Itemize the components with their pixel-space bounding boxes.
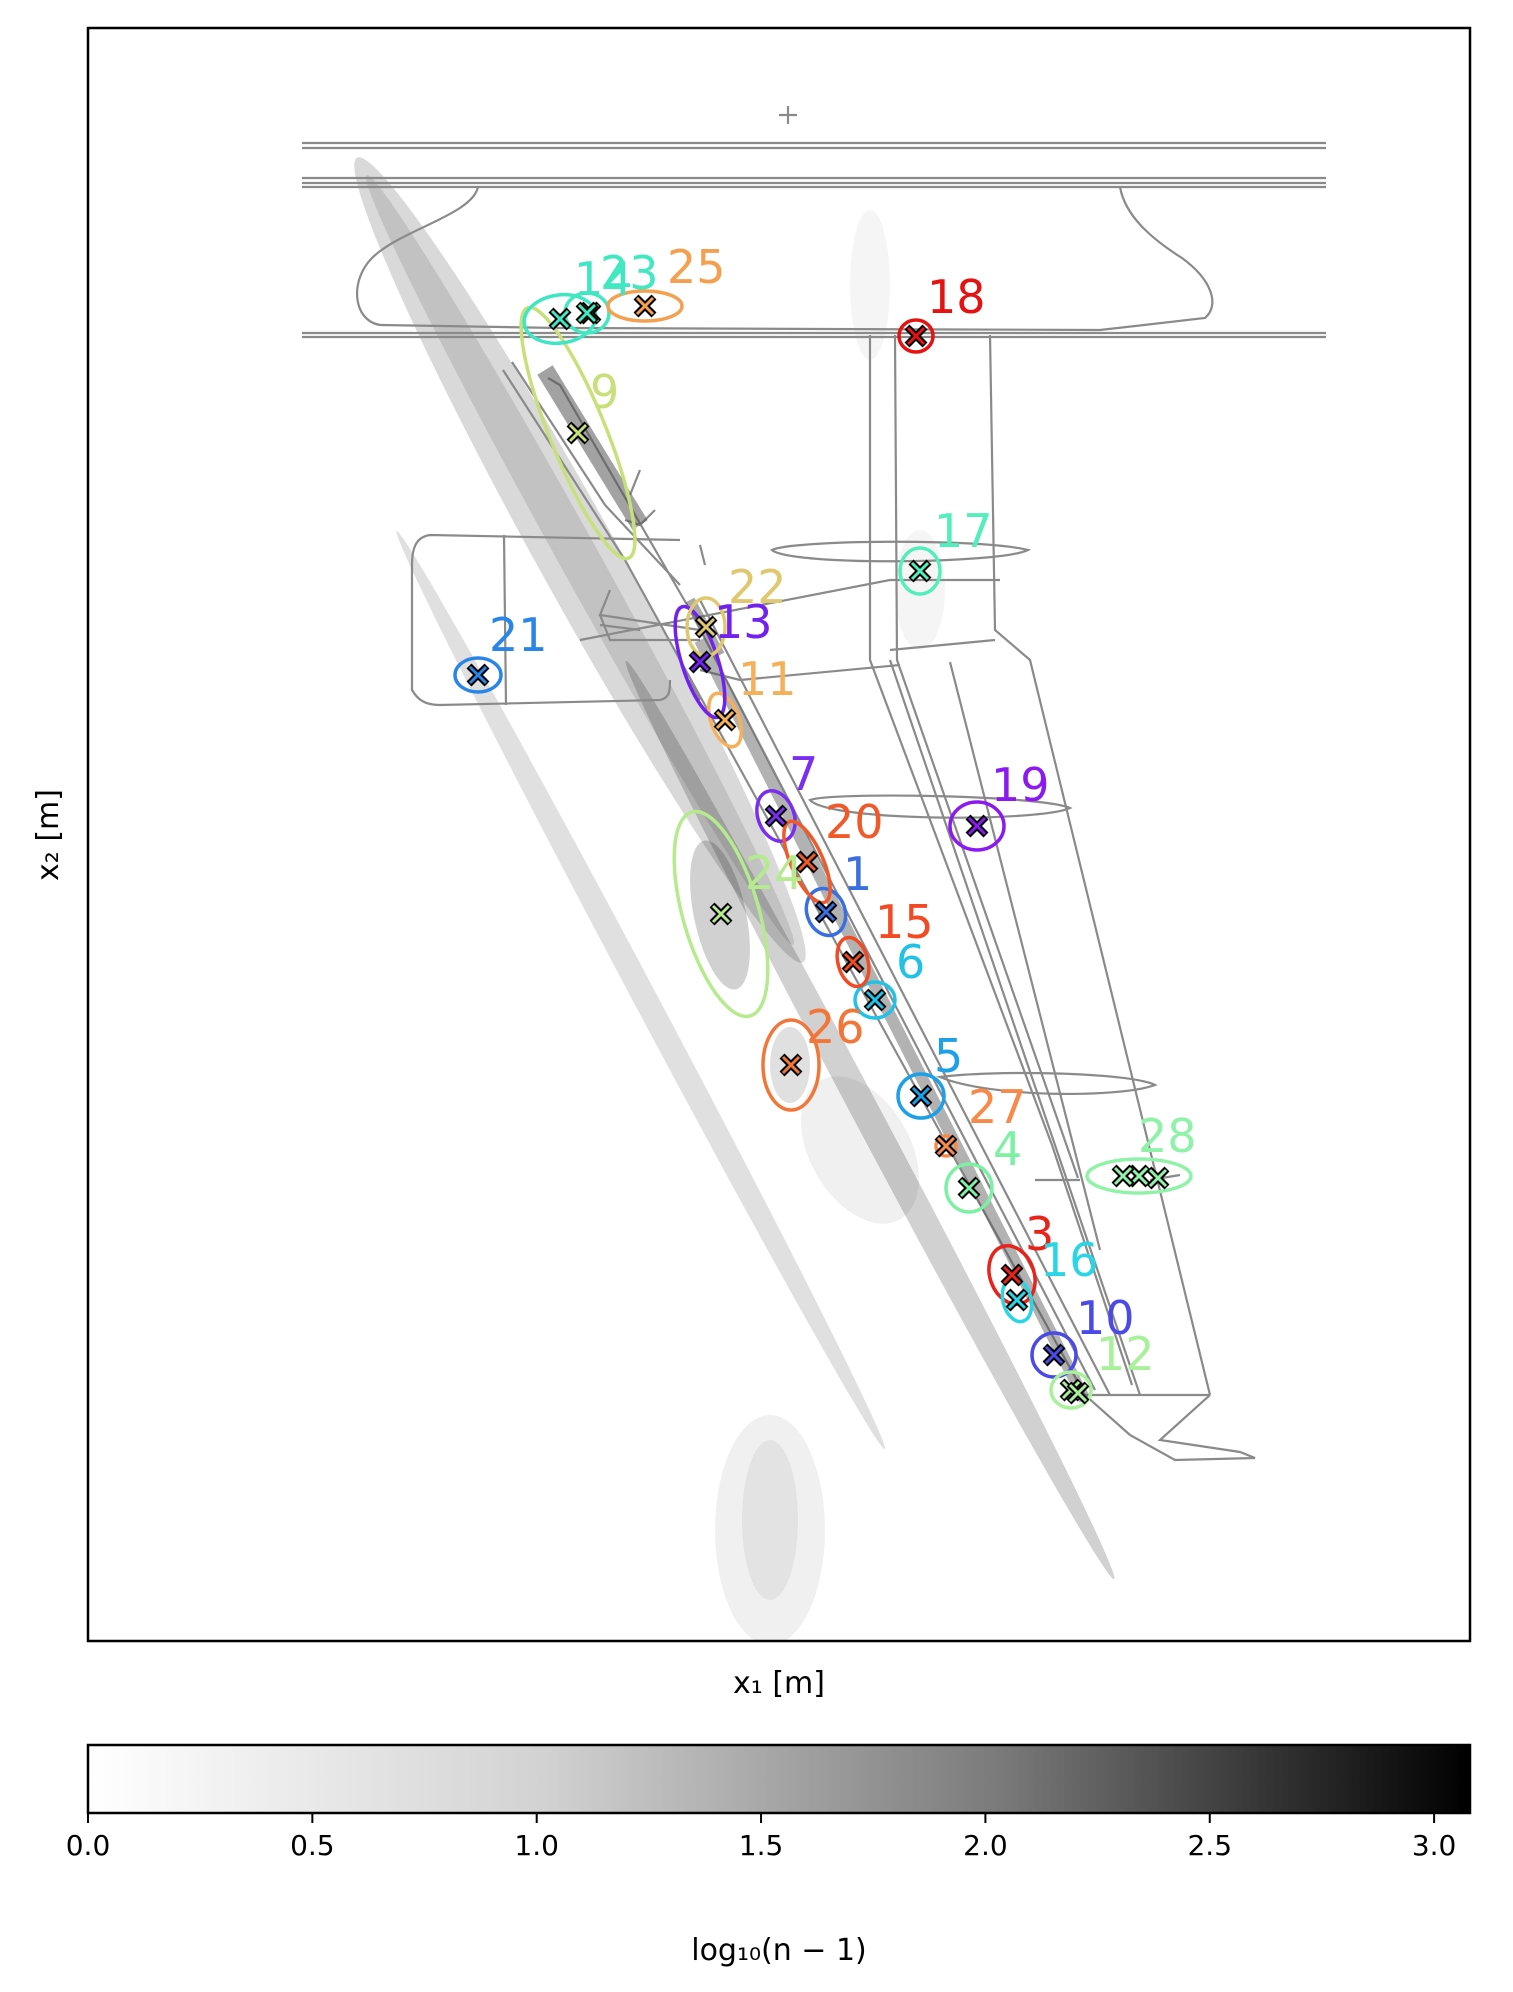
source-label-20: 20 [825,795,884,849]
x-axis-label: x₁ [m] [733,1666,825,1701]
source-marker-7 [764,804,788,828]
colorbar-ticks: 0.0 0.5 1.0 1.5 2.0 2.5 3.0 [66,1813,1457,1862]
source-ellipse-21 [453,656,503,694]
plot-frame [86,26,1472,1643]
source-marker-22 [694,615,718,639]
source-marker-6 [863,988,887,1012]
source-ellipse-6 [853,980,897,1020]
source-marker-28-3 [1146,1166,1170,1190]
colorbar-tick-label-1.5: 1.5 [739,1829,784,1862]
source-label-12: 12 [1096,1327,1155,1381]
colorbar-tick-label-2.0: 2.0 [963,1829,1008,1862]
source-ellipse-26 [761,1018,821,1112]
source-label-24: 24 [745,846,804,900]
source-ellipse-28 [1085,1157,1193,1195]
colorbar-label: log₁₀(n − 1) [691,1933,867,1968]
source-ellipse-17 [898,546,942,596]
source-marker-23 [575,301,599,325]
source-marker-21 [466,663,490,687]
source-marker-24 [709,902,733,926]
source-marker-17 [908,559,932,583]
source-marker-1 [814,900,838,924]
source-label-27: 27 [968,1080,1027,1134]
colorbar-tick-label-0.5: 0.5 [290,1829,335,1862]
source-ellipse-19 [948,800,1006,852]
source-marker-18 [904,324,928,348]
source-marker-3 [1000,1263,1024,1287]
colorbar: 0.0 0.5 1.0 1.5 2.0 2.5 3.0 log₁₀(n − 1) [66,1743,1472,1968]
source-marker-26 [779,1053,803,1077]
colorbar-gradient [86,1743,1472,1815]
source-label-1: 1 [843,847,872,901]
source-ellipse-4 [944,1162,994,1214]
source-ellipse-20 [782,819,832,905]
source-label-28: 28 [1138,1109,1197,1163]
source-marker-20 [795,850,819,874]
source-ellipse-18 [897,318,935,354]
source-marker-13 [688,650,712,674]
source-marker-25 [633,294,657,318]
source-marker-27 [934,1134,958,1158]
density-map [354,157,1115,1641]
source-ellipse-1 [804,886,848,938]
source-label-5: 5 [934,1029,963,1083]
source-label-16: 16 [1040,1233,1099,1287]
source-ellipse-15 [835,935,871,989]
colorbar-tick-label-1.0: 1.0 [514,1829,559,1862]
source-ellipse-24 [672,809,770,1019]
source-label-18: 18 [927,270,986,324]
source-label-7: 7 [789,747,818,801]
source-ellipse-10 [1030,1331,1078,1379]
source-label-21: 21 [489,608,548,662]
source-label-10: 10 [1076,1291,1135,1345]
source-label-25: 25 [667,240,726,294]
source-ellipse-25 [606,289,684,323]
source-ellipse-27 [934,1134,958,1158]
source-label-17: 17 [934,504,993,558]
source-marker-10 [1042,1343,1066,1367]
source-label-4: 4 [993,1122,1022,1176]
source-label-6: 6 [896,935,925,989]
source-label-15: 15 [875,895,934,949]
colorbar-tick-label-3.0: 3.0 [1412,1829,1457,1862]
source-label-3: 3 [1025,1207,1054,1261]
colorbar-tick-label-0.0: 0.0 [66,1829,111,1862]
aircraft-outline [302,106,1326,1462]
source-markers: 1345679101112131415161718192021222324252… [453,240,1197,1410]
source-marker-14 [548,307,572,331]
source-label-22: 22 [728,560,787,614]
source-marker-16 [1005,1288,1029,1312]
source-marker-11 [713,708,737,732]
source-marker-19 [965,814,989,838]
source-ellipse-9 [519,305,637,561]
source-label-11: 11 [738,652,797,706]
source-ellipse-12 [1049,1370,1093,1410]
source-marker-9 [566,421,590,445]
source-label-23: 23 [600,246,659,300]
source-marker-12-2 [1066,1381,1090,1405]
source-label-9: 9 [590,365,619,419]
source-marker-5 [909,1084,933,1108]
colorbar-tick-label-2.5: 2.5 [1187,1829,1232,1862]
source-ellipse-5 [896,1072,946,1120]
plot-area: 1345679101112131415161718192021222324252… [302,106,1326,1641]
y-axis-label: x₂ [m] [31,789,66,881]
source-marker-4 [957,1176,981,1200]
source-label-26: 26 [806,1000,865,1054]
source-marker-15 [841,950,865,974]
source-label-14: 14 [574,252,633,306]
source-marker-28-2 [1111,1164,1135,1188]
source-label-13: 13 [714,595,773,649]
source-ellipse-11 [706,691,744,749]
source-label-19: 19 [991,758,1050,812]
